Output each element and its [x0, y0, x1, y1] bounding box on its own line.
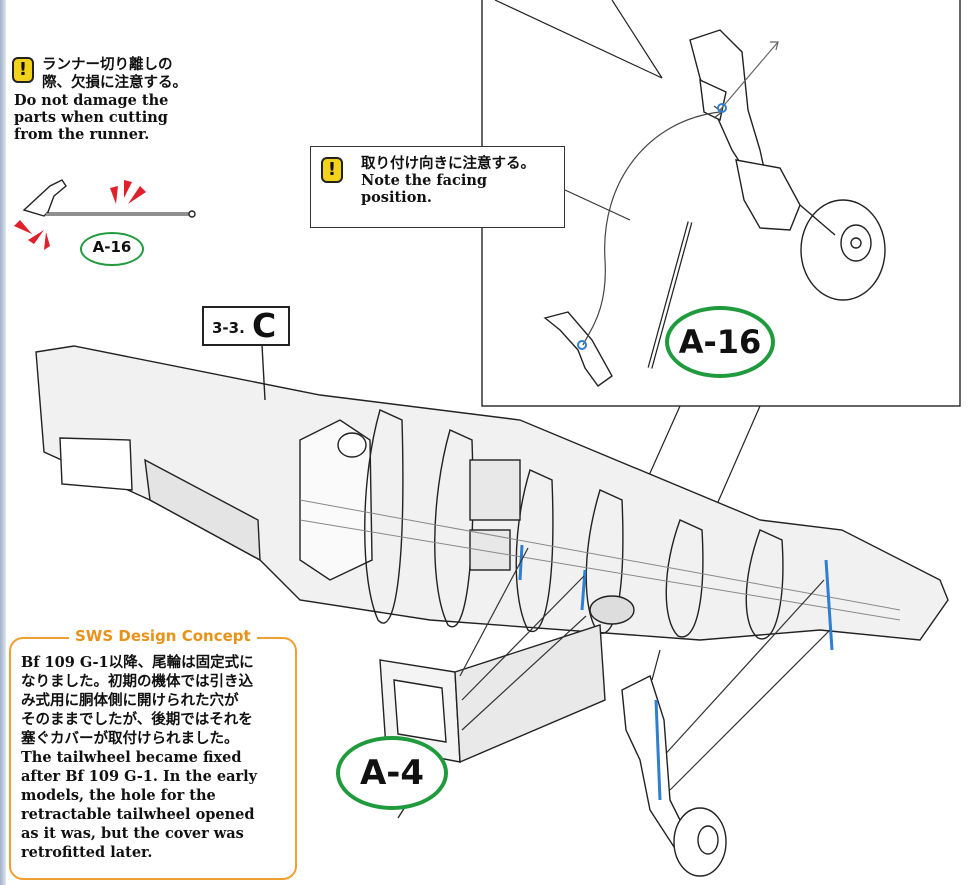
- step-leader: [261, 344, 266, 401]
- design-concept-body: Bf 109 G-1以降、尾輪は固定式に なりました。初期の機体では引き込 み式…: [21, 654, 258, 861]
- part-label-a4: A-4: [336, 736, 448, 810]
- facing-note-leader: [564, 189, 631, 221]
- runner-note-jp-line1: ランナー切り離しの: [42, 56, 173, 73]
- step-label: 3-3. C: [202, 306, 290, 346]
- runner-note-en: Do not damage the parts when cutting fro…: [14, 92, 169, 143]
- tailwheel-assembly: [621, 675, 727, 877]
- alignment-arrow: [719, 41, 779, 111]
- fuselage-section: [35, 345, 949, 641]
- runner-caution-icon: !: [12, 57, 34, 83]
- tailwheel-strut-detail: [543, 29, 886, 387]
- design-concept-box: SWS Design Concept Bf 109 G-1以降、尾輪は固定式に …: [9, 627, 297, 880]
- part-label-a16-large: A-16: [665, 306, 775, 378]
- design-concept-title: SWS Design Concept: [69, 627, 257, 645]
- alert-marks: [14, 180, 146, 250]
- facing-caution-icon: !: [321, 157, 343, 183]
- facing-note-text: 取り付け向きに注意する。 Note the facing position.: [361, 155, 535, 206]
- part-label-a16-small: A-16: [80, 232, 144, 266]
- facing-note-callout: ! 取り付け向きに注意する。 Note the facing position.: [310, 146, 565, 228]
- guide-arrow: [582, 111, 721, 346]
- step-letter: C: [252, 306, 277, 345]
- runner-note-jp-line2: 際、欠損に注意する。: [42, 74, 187, 91]
- page-edge-strip: [0, 0, 6, 885]
- assembly-arrows: [459, 547, 831, 791]
- runner-part-sketch: [22, 179, 196, 218]
- step-number: 3-3.: [212, 319, 245, 337]
